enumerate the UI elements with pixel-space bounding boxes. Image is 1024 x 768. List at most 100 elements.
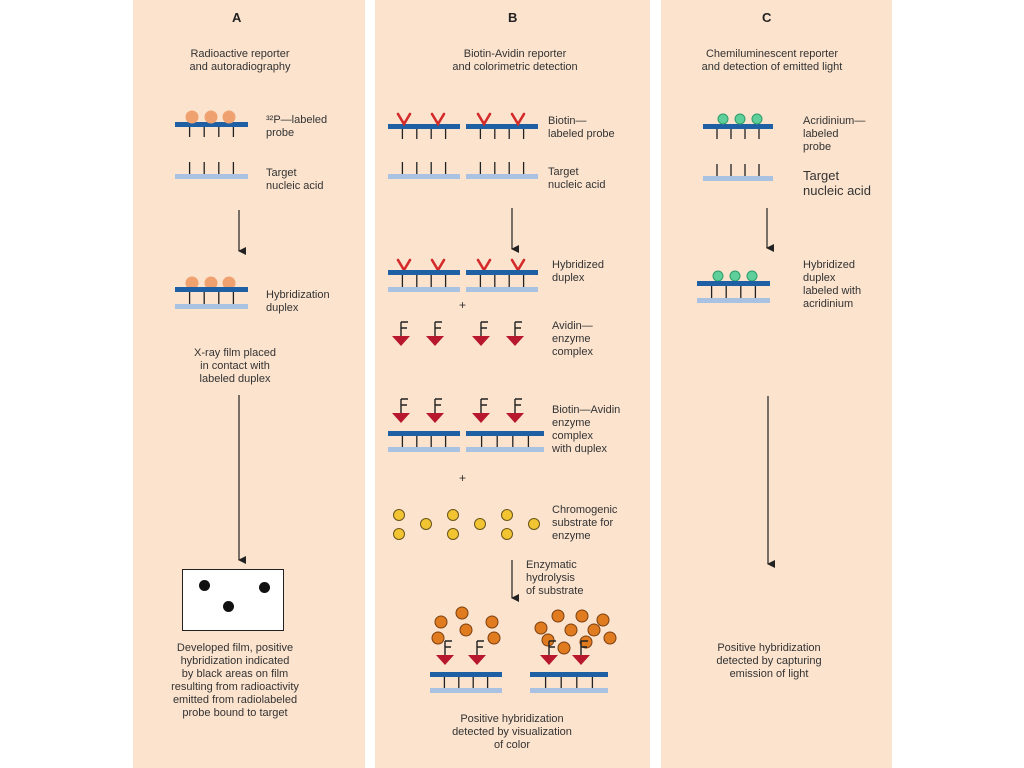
- enzyme-triangle: [506, 413, 524, 423]
- avidin-stem: [434, 398, 442, 413]
- product-circle: [485, 615, 499, 629]
- product-circle: [579, 635, 593, 649]
- probe-strand: [388, 270, 460, 275]
- panel-a-target-label: Target nucleic acid: [266, 167, 324, 192]
- target-strand: [703, 176, 773, 181]
- target-strand: [175, 304, 248, 309]
- panel-c: [661, 0, 892, 768]
- panel-b-target-label: Target nucleic acid: [548, 166, 606, 191]
- probe-strand: [530, 672, 608, 677]
- acridinium-label: [751, 113, 763, 125]
- probe-strand: [466, 124, 538, 129]
- probe-strand: [175, 122, 248, 127]
- radiolabel-sphere: [204, 276, 218, 290]
- developed-film: [182, 569, 284, 631]
- panel-b-plus-2: +: [459, 471, 467, 485]
- product-circle: [564, 623, 578, 637]
- enzyme-triangle: [392, 413, 410, 423]
- avidin-stem: [434, 321, 442, 336]
- enzyme-triangle: [472, 413, 490, 423]
- product-circle: [551, 609, 565, 623]
- enzyme-triangle: [392, 336, 410, 346]
- product-circle: [487, 631, 501, 645]
- panel-b-avidin-label: Avidin— enzyme complex: [552, 320, 593, 358]
- panel-b-hydrolysis-label: Enzymatic hydrolysis of substrate: [526, 559, 584, 597]
- product-circle: [459, 623, 473, 637]
- product-circle: [534, 621, 548, 635]
- product-circle: [603, 631, 617, 645]
- substrate-circle: [501, 528, 513, 540]
- substrate-circle: [447, 528, 459, 540]
- product-circle: [557, 641, 571, 655]
- substrate-circle: [393, 509, 405, 521]
- panel-a-letter: A: [232, 10, 242, 25]
- enzyme-triangle: [506, 336, 524, 346]
- panel-b-duplex-label: Hybridized duplex: [552, 259, 604, 284]
- avidin-stem: [444, 640, 452, 655]
- film-spot: [259, 582, 270, 593]
- avidin-stem: [480, 398, 488, 413]
- film-spot: [199, 580, 210, 591]
- target-strand: [466, 174, 538, 179]
- substrate-circle: [420, 518, 432, 530]
- avidin-stem: [476, 640, 484, 655]
- enzyme-triangle: [472, 336, 490, 346]
- target-strand: [466, 447, 544, 452]
- panel-c-duplex-label: Hybridized duplex labeled with acridiniu…: [803, 259, 862, 310]
- substrate-circle: [474, 518, 486, 530]
- product-circle: [434, 615, 448, 629]
- panel-a-duplex-label: Hybridization duplex: [266, 289, 330, 314]
- target-strand: [388, 287, 460, 292]
- probe-strand: [466, 270, 538, 275]
- substrate-circle: [393, 528, 405, 540]
- enzyme-triangle: [540, 655, 558, 665]
- acridinium-label: [746, 270, 758, 282]
- panel-c-probe-label: Acridinium— labeled probe: [803, 115, 866, 153]
- avidin-stem: [400, 321, 408, 336]
- avidin-stem: [400, 398, 408, 413]
- panel-a-probe-label: ³²P—labeled probe: [266, 114, 328, 139]
- enzyme-triangle: [468, 655, 486, 665]
- panel-a-xray-text: X-ray film placed in contact with labele…: [194, 347, 276, 385]
- product-circle: [541, 633, 555, 647]
- biotin-label: [510, 112, 526, 127]
- film-spot: [223, 601, 234, 612]
- product-circle: [587, 623, 601, 637]
- avidin-stem: [514, 321, 522, 336]
- target-strand: [530, 688, 608, 693]
- probe-strand: [703, 124, 773, 129]
- radiolabel-sphere: [222, 110, 236, 124]
- panel-b-title: Biotin-Avidin reporter and colorimetric …: [452, 48, 578, 73]
- probe-strand: [466, 431, 544, 436]
- panel-b-substrate-label: Chromogenic substrate for enzyme: [552, 504, 618, 542]
- radiolabel-sphere: [185, 276, 199, 290]
- target-strand: [697, 298, 770, 303]
- biotin-label: [430, 112, 446, 127]
- target-strand: [388, 447, 460, 452]
- radiolabel-sphere: [222, 276, 236, 290]
- substrate-circle: [528, 518, 540, 530]
- panel-c-result-text: Positive hybridization detected by captu…: [716, 642, 822, 680]
- probe-strand: [388, 124, 460, 129]
- panel-a-result-text: Developed film, positive hybridization i…: [171, 642, 299, 719]
- product-circle: [596, 613, 610, 627]
- product-circle: [431, 631, 445, 645]
- acridinium-label: [729, 270, 741, 282]
- panel-b-letter: B: [508, 10, 518, 25]
- panel-b-plus-1: +: [459, 298, 467, 312]
- acridinium-label: [712, 270, 724, 282]
- probe-strand: [388, 431, 460, 436]
- biotin-label: [396, 112, 412, 127]
- panel-a: [133, 0, 365, 768]
- substrate-circle: [447, 509, 459, 521]
- panel-c-target-label: Target nucleic acid: [803, 168, 871, 198]
- panel-a-title: Radioactive reporter and autoradiography: [189, 48, 291, 73]
- avidin-stem: [480, 321, 488, 336]
- panel-b-complex-label: Biotin—Avidin enzyme complex with duplex: [552, 404, 621, 455]
- acridinium-label: [734, 113, 746, 125]
- biotin-label: [396, 258, 412, 273]
- avidin-stem: [548, 640, 556, 655]
- biotin-label: [476, 258, 492, 273]
- panel-c-title: Chemiluminescent reporter and detection …: [701, 48, 843, 73]
